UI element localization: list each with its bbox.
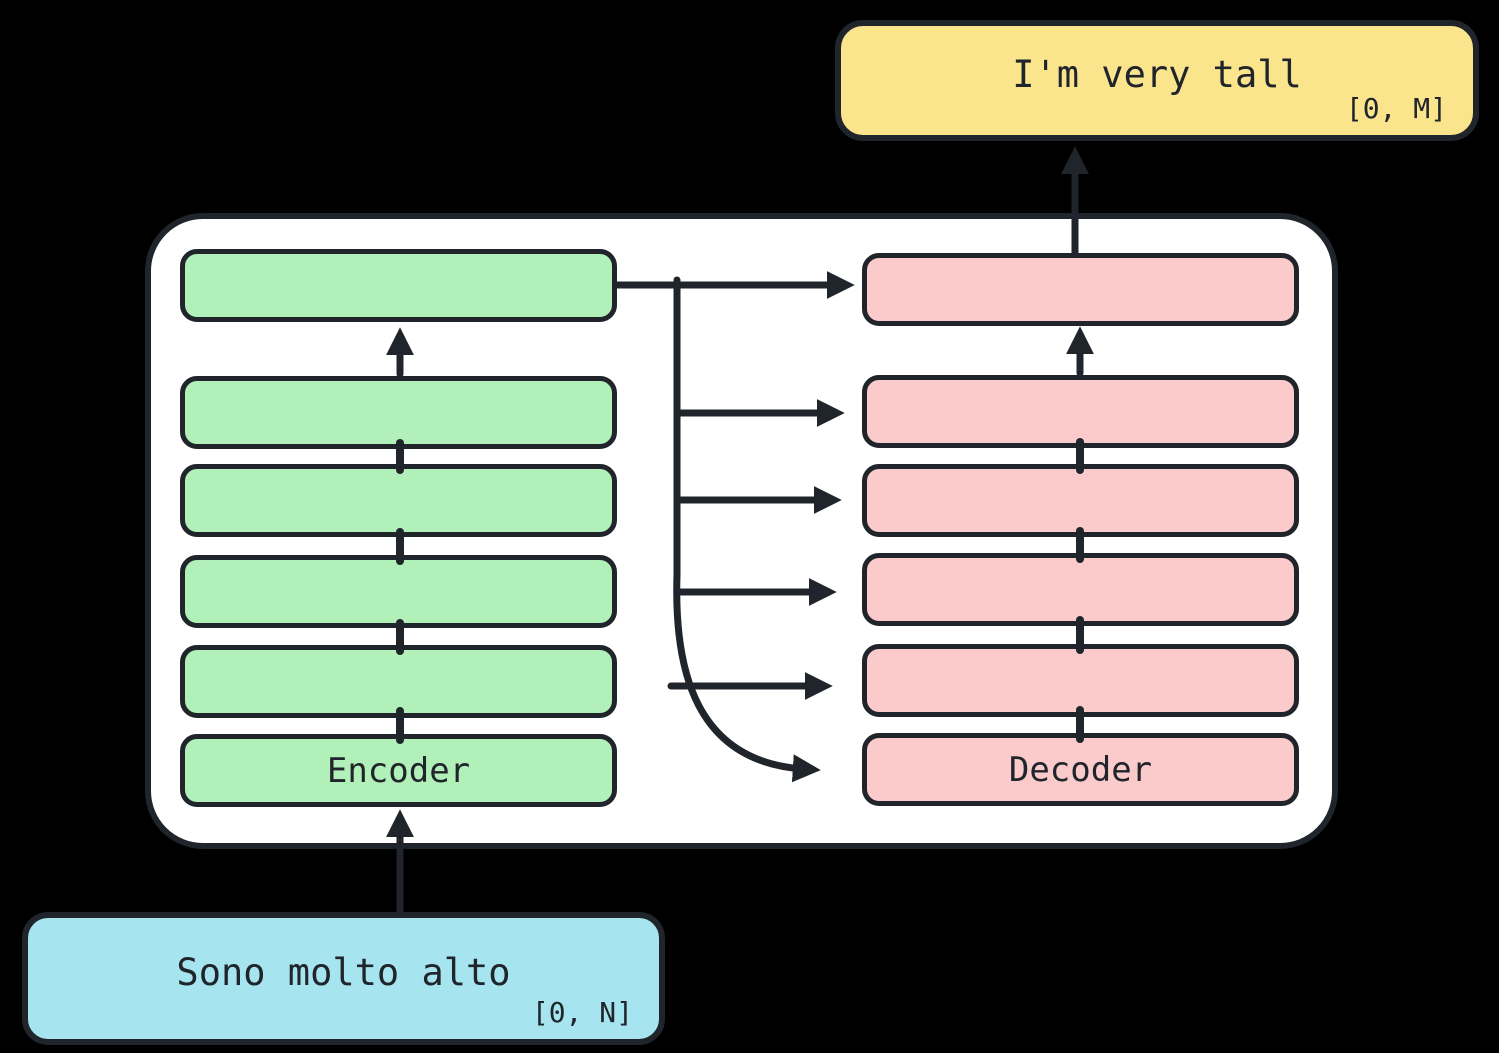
output-range-label: [0, M] (1345, 92, 1447, 125)
decoder-block-2 (862, 644, 1299, 717)
output-text: I'm very tall (1012, 53, 1302, 96)
encoder-block-6 (180, 249, 617, 322)
decoder-block-5 (862, 375, 1299, 448)
encoder-block-1: Encoder (180, 734, 617, 807)
encoder-block-4 (180, 464, 617, 537)
input-range-label: [0, N] (531, 996, 633, 1029)
encoder-label: Encoder (326, 750, 471, 791)
decoder-block-3 (862, 553, 1299, 626)
decoder-label: Decoder (1008, 749, 1153, 790)
decoder-block-6 (862, 253, 1299, 326)
decoder-block-4 (862, 464, 1299, 537)
encoder-block-3 (180, 555, 617, 628)
input-text-box: Sono molto alto [0, N] (22, 912, 665, 1045)
encoder-block-5 (180, 376, 617, 449)
decoder-block-1: Decoder (862, 733, 1299, 806)
encoder-block-2 (180, 645, 617, 718)
output-text-box: I'm very tall [0, M] (835, 20, 1479, 141)
input-text: Sono molto alto (176, 951, 511, 994)
